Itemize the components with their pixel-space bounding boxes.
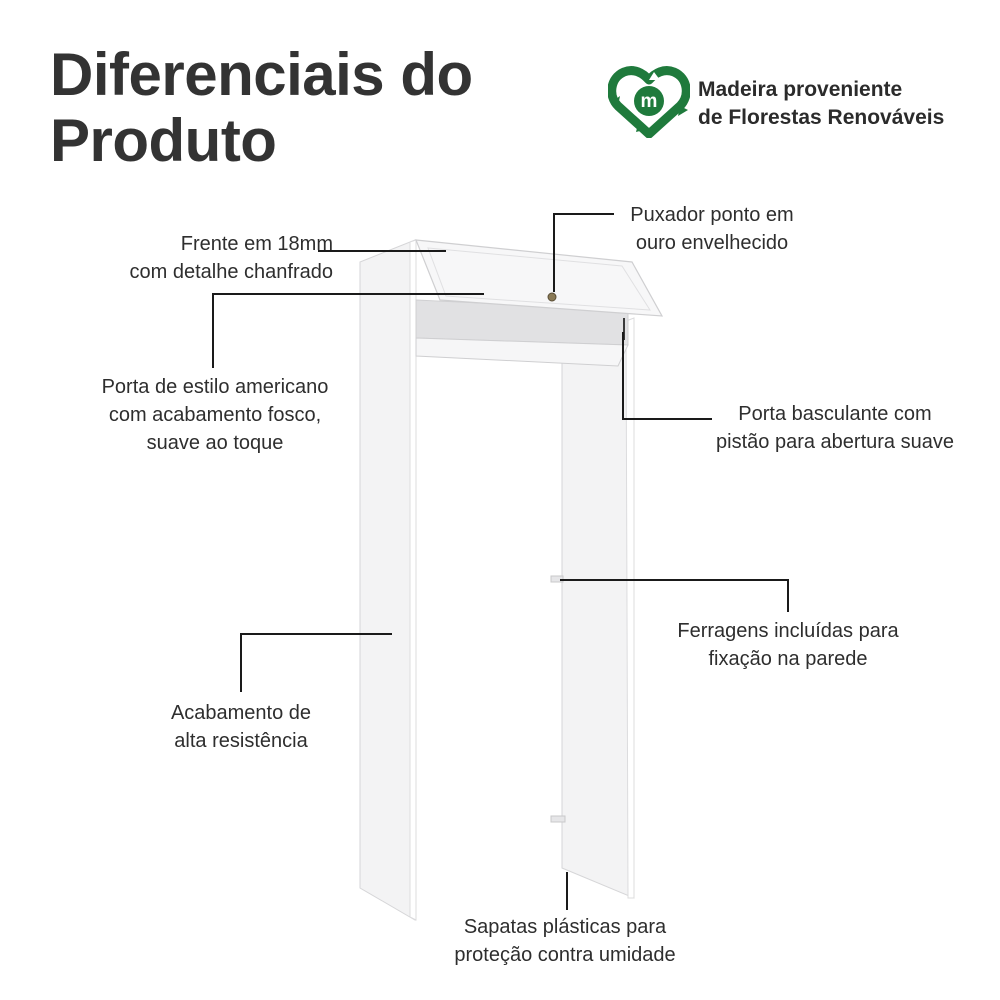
right-side-panel bbox=[561, 319, 635, 899]
gold-knob bbox=[547, 292, 557, 302]
feature-door-style-line-1: Porta de estilo americano bbox=[101, 376, 329, 398]
feature-door-style-line-2: com acabamento fosco, bbox=[108, 404, 322, 426]
recycle-heart-icon: m bbox=[608, 66, 690, 138]
feature-handle: Puxador ponto em ouro envelhecido bbox=[604, 201, 820, 257]
left-side-panel bbox=[359, 239, 416, 921]
feature-feet-line-1: Sapatas plásticas para bbox=[463, 916, 667, 938]
feature-door-style: Porta de estilo americano com acabamento… bbox=[72, 373, 358, 457]
feature-tilt-door: Porta basculante com pistão para abertur… bbox=[690, 400, 980, 456]
feature-handle-line-1: Puxador ponto em bbox=[630, 204, 794, 226]
feature-tilt-door-line-1: Porta basculante com bbox=[738, 403, 932, 425]
feature-front-line-1: Frente em 18mm bbox=[180, 233, 333, 255]
right-panel-edge bbox=[625, 317, 635, 899]
left-panel-edge bbox=[409, 239, 417, 921]
feature-finish-line-1: Acabamento de bbox=[170, 702, 312, 724]
feature-door-style-line-3: suave ao toque bbox=[146, 432, 284, 454]
feature-front: Frente em 18mm com detalhe chanfrado bbox=[96, 230, 333, 286]
feature-front-line-2: com detalhe chanfrado bbox=[129, 261, 333, 283]
feature-feet-line-2: proteção contra umidade bbox=[454, 944, 676, 966]
logo-text: Madeira proveniente de Florestas Renováv… bbox=[698, 76, 944, 132]
feature-hardware-line-2: fixação na parede bbox=[708, 648, 868, 670]
page-title-line-1: Diferenciais do bbox=[50, 41, 473, 108]
logo-text-line-1: Madeira proveniente bbox=[698, 78, 903, 101]
logo-text-line-2: de Florestas Renováveis bbox=[698, 106, 945, 129]
feature-finish: Acabamento de alta resistência bbox=[140, 699, 342, 755]
plastic-foot bbox=[550, 815, 566, 823]
logo-letter: m bbox=[641, 91, 658, 112]
feature-tilt-door-line-2: pistão para abertura suave bbox=[716, 431, 954, 453]
page-title-line-2: Produto bbox=[50, 107, 277, 174]
page-title: Diferenciais do Produto bbox=[50, 42, 473, 174]
feature-hardware-line-1: Ferragens incluídas para bbox=[677, 620, 899, 642]
feature-finish-line-2: alta resistência bbox=[174, 730, 308, 752]
feature-hardware: Ferragens incluídas para fixação na pare… bbox=[648, 617, 928, 673]
feature-handle-line-2: ouro envelhecido bbox=[635, 232, 789, 254]
feature-feet: Sapatas plásticas para proteção contra u… bbox=[420, 913, 710, 969]
wall-fixing-bracket bbox=[550, 575, 564, 583]
